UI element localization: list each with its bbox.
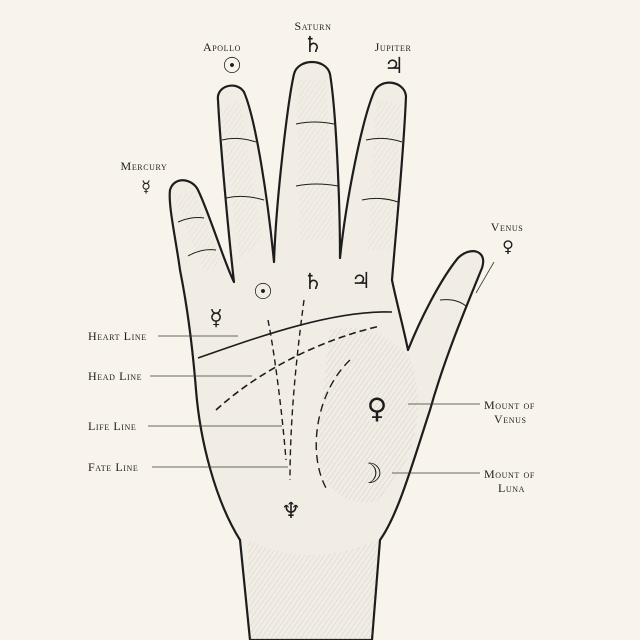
palm-saturn-icon: ♄ [303, 270, 323, 295]
jupiter-symbol-icon: ♃ [384, 54, 404, 79]
mount-venus-icon: ♀ [366, 392, 388, 425]
neptune-icon: ♆ [281, 499, 301, 524]
hand-shading-thumb [316, 327, 419, 503]
hand-shading-wrist [248, 540, 378, 640]
label-mount-luna-line2: Luna [498, 481, 526, 495]
label-head-line: Head Line [88, 369, 143, 383]
label-life-line: Life Line [88, 419, 137, 433]
life-line [267, 319, 287, 461]
label-mount-luna: Mount of Luna [484, 467, 535, 495]
mount-luna-icon: ☽ [357, 457, 383, 490]
finger-creases [177, 121, 467, 307]
heart-line [197, 311, 393, 359]
label-mount-luna-line1: Mount of [484, 467, 535, 481]
leader-lines [148, 261, 495, 474]
head-line [215, 325, 381, 411]
label-venus: Venus [490, 220, 524, 234]
label-mount-venus-line1: Mount of [484, 398, 535, 412]
label-mount-venus-line2: Venus [494, 412, 527, 426]
venus-symbol-icon: ♀ [502, 237, 514, 256]
mercury-symbol-icon: ☿ [141, 177, 151, 196]
label-jupiter: Jupiter [374, 40, 412, 54]
label-saturn: Saturn [294, 19, 332, 33]
label-mount-venus: Mount of Venus [484, 398, 535, 426]
label-apollo: Apollo [202, 40, 242, 54]
saturn-symbol-icon: ♄ [303, 33, 323, 58]
apollo-symbol-icon: ☉ [222, 54, 242, 79]
palm-mercury-icon: ☿ [209, 306, 223, 331]
label-mercury: Mercury [120, 159, 168, 173]
palm-apollo-icon: ☉ [253, 280, 273, 305]
fate-line [289, 299, 305, 481]
label-heart-line: Heart Line [88, 329, 147, 343]
label-fate-line: Fate Line [88, 460, 139, 474]
hand-shading-fingers [174, 80, 402, 272]
mount-of-venus-boundary [315, 359, 351, 489]
palm-jupiter-icon: ♃ [351, 269, 371, 294]
